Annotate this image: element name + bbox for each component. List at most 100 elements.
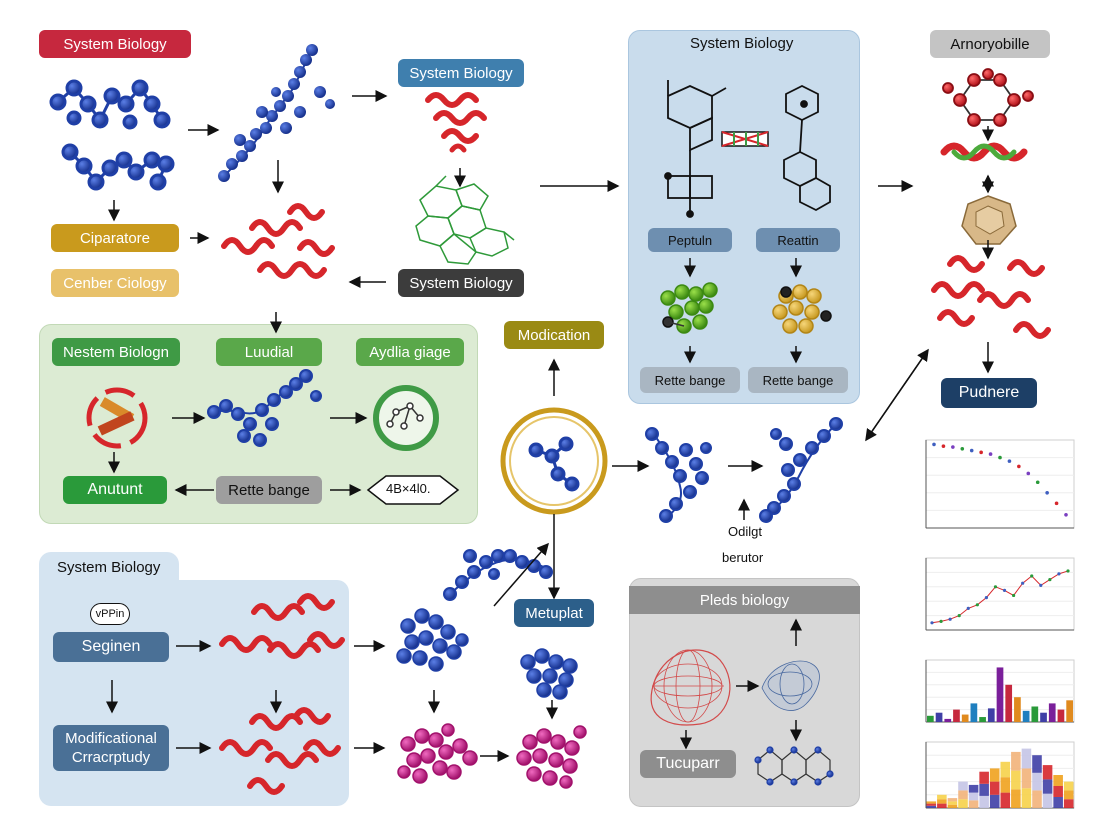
rette-bange-blue-1: Rette bange [640,367,740,393]
gold-ring-molecule [500,407,608,515]
chart-4-cell [1042,765,1053,780]
chart-3-bar [1031,706,1039,722]
blue-globular-protein [396,608,469,672]
blue-globular-protein-2 [520,648,578,700]
chart-4-cell [1053,775,1063,786]
modificational-label: Modificational Crracrptudy [53,725,169,771]
red-ring-molecule [942,68,1034,127]
red-cycle-icon [86,387,148,449]
chart-3-bar [1057,709,1065,722]
chart-4-cell [968,792,979,801]
chart-4-cell [979,795,989,808]
chart-1-point [1045,491,1049,495]
blue-chain-molecule-1 [49,79,171,130]
mini-chart-scatter [925,439,1075,529]
wire-sphere-red [650,649,731,726]
chart-4-cell [968,800,979,808]
gray-panel-title: Pleds biology [629,586,860,614]
chart-3-bar [944,718,952,722]
red-helix-protein-5 [219,707,341,795]
rette-bange-green-label: Rette bange [216,476,322,504]
tucuparr-label: Tucuparr [640,750,736,778]
bottom-left-panel-tab [39,552,179,584]
chart-4-cell [937,803,947,808]
chart-4-cell [1042,779,1053,794]
seginen-label: Seginen [53,632,169,662]
chart-3-bar [996,667,1004,722]
vppin-tag: vPPin [90,603,130,625]
blue-coil-protein-5 [443,549,553,601]
dna-link [721,131,769,147]
chart-4-cell [1000,777,1011,793]
top-left-title-label: System Biology [39,30,191,58]
arrows [106,90,994,762]
mini-chart-bar [925,659,1075,723]
chart-3-bar [961,714,969,722]
chemical-structure-left [664,80,727,218]
rette-bange-blue-2: Rette bange [748,367,848,393]
aydlia-label: Aydlia giage [356,338,464,366]
chart-1-point [979,450,983,455]
chart-4-cell [1021,788,1032,808]
chart-1-frame [925,439,1075,529]
blue-coil-protein-2 [207,369,322,447]
chart-1-point [951,445,955,449]
red-helix-protein-3 [931,255,1051,339]
chart-3-bar [1048,703,1056,722]
chart-2-point [1048,578,1052,582]
berutor-label: berutor [722,550,764,565]
chart-4-cell [947,804,958,808]
formula-label: 4B×4l0. [386,481,431,496]
chart-2-point [984,596,989,600]
chart-4-cell [968,784,979,793]
chart-2-point [1012,593,1016,598]
chart-4-cell [937,794,947,800]
chart-4-cell [1000,761,1011,778]
green-mesh-structure [415,175,515,265]
chart-4-cell [926,803,937,806]
blue-coil-protein [218,44,335,182]
chart-4-cell [926,801,937,804]
chart-4-cell [1032,772,1042,791]
dodecahedron-icon [961,195,1017,245]
chart-4-cell [1063,790,1074,800]
blue-network-molecule [754,746,834,786]
blue-panel [628,30,860,404]
red-helix-protein-1 [425,92,487,153]
chart-4-cell [1000,792,1011,808]
blue-panel-title: System Biology [690,35,794,52]
chemical-structure-right [783,84,831,212]
blue-chain-molecule-2 [61,143,175,191]
odilgt-label: Odilgt [728,524,762,539]
peptuln-label: Peptuln [648,228,732,252]
mini-chart-line [925,557,1075,631]
chart-3-bar [1022,710,1030,722]
red-helix-protein-4 [219,593,345,659]
top-mid-title-label: System Biology [398,59,524,87]
chart-4-cell [989,794,1000,808]
chart-1-point [1007,459,1012,463]
chart-2-series-line [931,570,1069,624]
chart-2-point [948,617,952,621]
luudial-label: Luudial [216,338,322,366]
chart-4-cell [989,768,1000,782]
chart-1-point [1054,501,1059,506]
chart-2-point [930,621,934,625]
wire-shape-blue [761,660,820,711]
cenber-ciology-label: Cenber Ciology [51,269,179,297]
chart-2-point [1021,581,1025,585]
chart-3-bar [1040,712,1047,722]
chart-3-bar [935,712,943,722]
chart-3-bar [1066,700,1073,722]
chart-4-cell [1011,789,1021,808]
chart-4-cell [979,771,989,784]
chart-2-point [966,606,970,611]
chart-2-point [1030,574,1034,578]
bottom-left-panel-title: System Biology [57,559,161,576]
chart-4-cell [1042,793,1053,808]
chart-2-point [975,603,979,607]
chart-2-point [993,585,998,589]
anutunt-label: Anutunt [63,476,167,504]
chart-4-cell [1032,755,1042,773]
chart-4-cell [1011,751,1021,771]
